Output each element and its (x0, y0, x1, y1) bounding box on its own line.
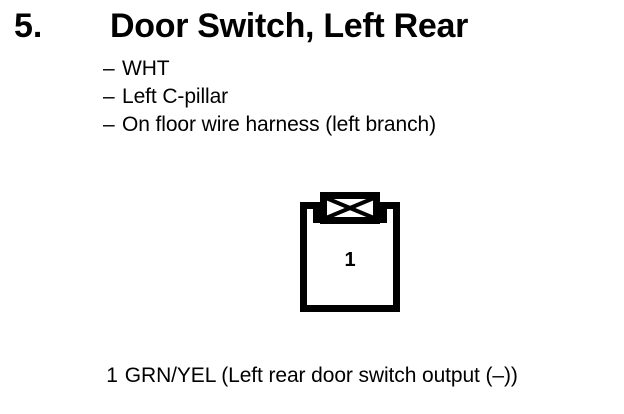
latch-x-icon (325, 196, 375, 220)
pin-number-1: 1 (344, 249, 356, 271)
list-item-label: WHT (122, 57, 170, 80)
caption-text: GRN/YEL (Left rear door switch output (–… (124, 364, 518, 387)
detail-list: –WHT –Left C-pillar –On floor wire harne… (103, 55, 583, 139)
list-item: –On floor wire harness (left branch) (103, 111, 583, 139)
pin-caption: 1 GRN/YEL (Left rear door switch output (… (0, 362, 624, 390)
caption-pin-number: 1 (106, 364, 118, 387)
page-title: Door Switch, Left Rear (110, 7, 469, 45)
list-item: –Left C-pillar (103, 83, 583, 111)
connector-symbol: 1 (292, 186, 408, 320)
dash-icon: – (103, 57, 115, 80)
connector-body-outline (300, 202, 400, 312)
item-number: 5. (14, 7, 43, 45)
list-item: –WHT (103, 55, 583, 83)
item-header: 5. Door Switch, Left Rear (0, 4, 624, 48)
dash-icon: – (103, 85, 115, 108)
dash-icon: – (103, 113, 115, 136)
connector-1-pin-icon (300, 192, 400, 312)
list-item-label: Left C-pillar (122, 85, 229, 108)
list-item-label: On floor wire harness (left branch) (122, 113, 436, 136)
